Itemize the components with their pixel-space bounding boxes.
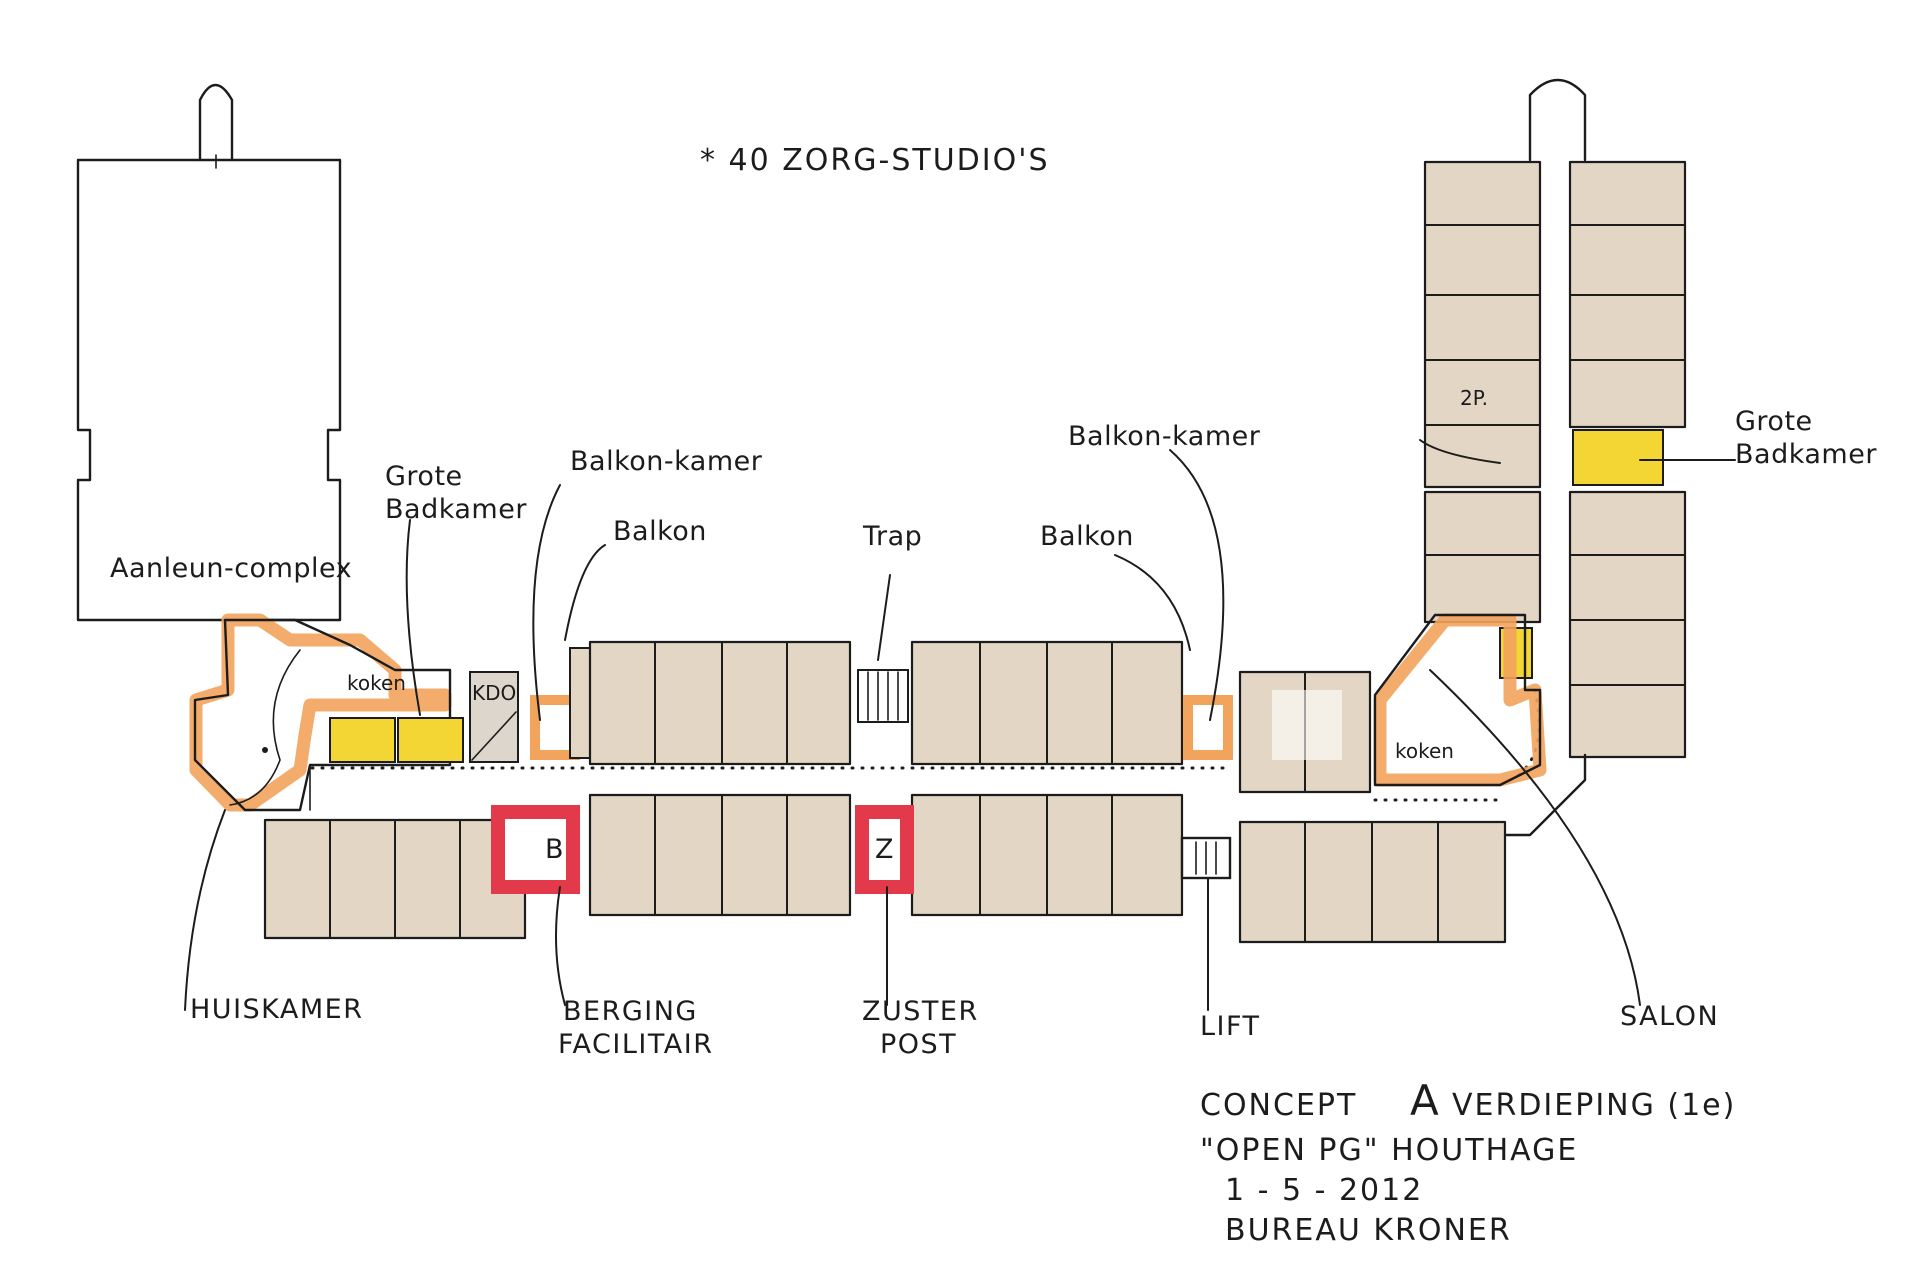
header-note: * 40 ZORG-STUDIO'S <box>700 143 1050 178</box>
label-grote-badkamer-right-2: Badkamer <box>1735 439 1877 470</box>
trap <box>857 669 909 723</box>
label-grote-badkamer-right-1: Grote <box>1735 406 1813 437</box>
right-wing <box>1373 78 1687 837</box>
left-service-block <box>329 647 591 763</box>
label-box-z: Z <box>875 834 894 865</box>
label-trap: Trap <box>862 521 922 552</box>
title-concept: CONCEPT <box>1200 1088 1357 1123</box>
label-aanleun-complex: Aanleun-complex <box>110 553 352 584</box>
lower-rooms <box>263 793 1507 944</box>
title-date: 1 - 5 - 2012 <box>1225 1173 1423 1208</box>
berging-box <box>491 805 580 894</box>
label-salon: SALON <box>1620 1001 1719 1032</box>
label-huiskamer: HUISKAMER <box>190 994 363 1025</box>
label-facilitair: FACILITAIR <box>558 1029 713 1060</box>
plan-labels: * 40 ZORG-STUDIO'S Aanleun-complex Grote… <box>110 143 1877 1060</box>
label-balkon-kamer-left: Balkon-kamer <box>570 446 763 477</box>
label-berging: BERGING <box>563 996 698 1027</box>
upper-rooms-right <box>910 640 1372 794</box>
label-balkon-left: Balkon <box>613 516 707 547</box>
label-balkon-kamer-right: Balkon-kamer <box>1068 421 1261 452</box>
label-two-p: 2P. <box>1460 386 1488 410</box>
label-grote-badkamer-left-1: Grote <box>385 461 463 492</box>
upper-rooms-left <box>588 640 852 766</box>
label-lift: LIFT <box>1200 1011 1261 1042</box>
title-verdieping: VERDIEPING (1e) <box>1452 1088 1736 1123</box>
title-open-pg: "OPEN PG" HOUTHAGE <box>1200 1133 1578 1168</box>
lift <box>1180 836 1232 880</box>
label-box-b: B <box>545 834 564 865</box>
title-bureau: BUREAU KRONER <box>1225 1213 1512 1248</box>
leader-lines <box>184 439 1736 1011</box>
label-zuster: ZUSTER <box>862 996 979 1027</box>
label-kdo: KDO <box>472 681 516 705</box>
title-block: CONCEPT A VERDIEPING (1e) "OPEN PG" HOUT… <box>1200 1076 1736 1248</box>
label-koken-right: koken <box>1395 739 1454 763</box>
label-balkon-right: Balkon <box>1040 521 1134 552</box>
label-post: POST <box>880 1029 957 1060</box>
zusterpost-box <box>855 805 914 894</box>
label-grote-badkamer-left-2: Badkamer <box>385 494 527 525</box>
aanleun-complex <box>76 83 342 622</box>
title-a: A <box>1410 1076 1439 1125</box>
huiskamer-zone <box>189 613 452 812</box>
label-koken-left: koken <box>347 671 406 695</box>
